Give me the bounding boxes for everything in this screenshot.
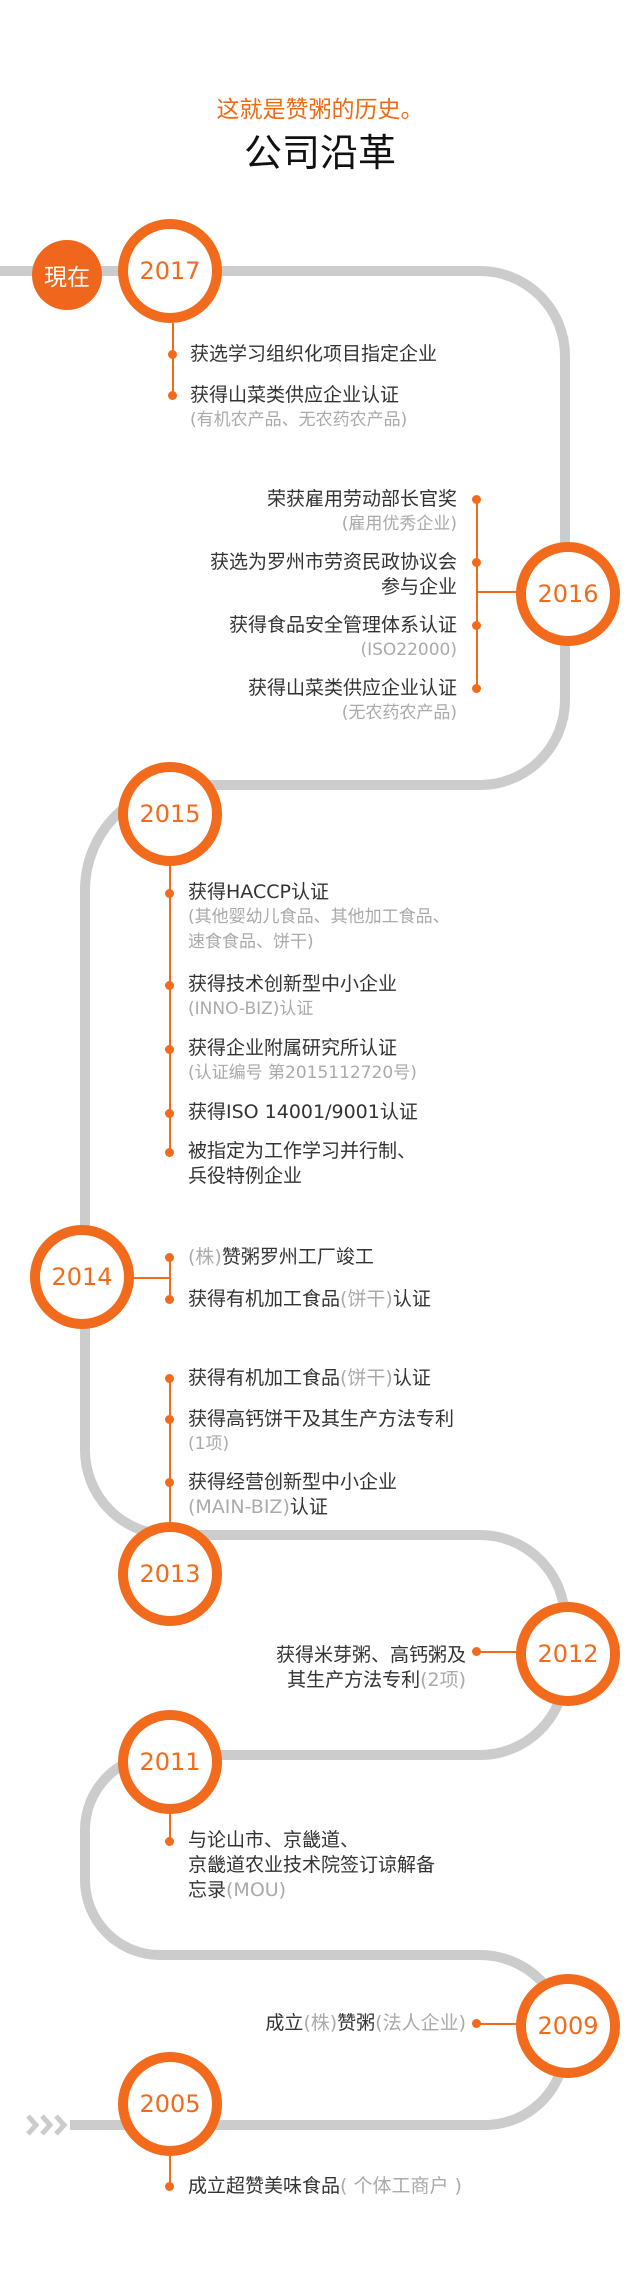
event-2017-b-note: (有机农产品、无农药农产品) [190,410,408,430]
event-2012-a1: 获得米芽粥、高钙粥及 [275,1644,466,1666]
bullet-dot [165,889,174,898]
event-2015-c: 获得企业附属研究所认证 [188,1037,398,1059]
bullet-dot [165,1109,174,1118]
event-2015-a-note1: (其他婴幼儿食品、其他加工食品、 [188,907,450,927]
bullet-dot [165,1837,174,1846]
bullet-dot [165,1415,174,1424]
bullet-dot [472,558,481,567]
event-2013-b-note: (1项) [188,1434,230,1454]
bullet-dot [472,495,481,504]
year-2009: 2009 [516,1974,620,2078]
bullet-dot [472,684,481,693]
event-2016-d-note: (无农药农产品) [341,703,457,723]
event-2016-b1: 获选为罗州市劳资民政协议会 [209,551,457,573]
connector-2005 [169,2156,171,2186]
event-2016-a: 荣获雇用劳动部长官奖 [266,488,457,510]
bullet-dot [168,391,177,400]
bullet-dot [472,2019,481,2028]
event-2009-a: 成立(株)赞粥(法人企业) [265,2012,466,2034]
event-2015-a-note2: 速食食品、饼干) [188,932,314,952]
connector-2009-h [476,2023,518,2025]
event-2016-b2: 参与企业 [380,576,457,598]
connector-2017 [172,323,174,395]
bullet-dot [165,1148,174,1157]
year-2005: 2005 [118,2052,222,2156]
event-2013-c: 获得经营创新型中小企业 [188,1471,398,1493]
bullet-dot [165,1295,174,1304]
event-2014-a: (株)赞粥罗州工厂竣工 [188,1246,374,1268]
event-2012-a2: 其生产方法专利(2项) [287,1669,466,1691]
header-subtitle: 这就是赞粥的历史。 [216,97,424,123]
event-2013-a: 获得有机加工食品(饼干)认证 [188,1367,431,1389]
connector-2013 [169,1376,171,1522]
event-2016-a-note: (雇用优秀企业) [341,514,457,534]
event-2016-c-note: (ISO22000) [360,640,457,660]
year-2017: 2017 [118,219,222,323]
bullet-dot [165,2182,174,2191]
event-2015-b: 获得技术创新型中小企业 [188,973,398,995]
year-2011: 2011 [118,1710,222,1814]
event-2015-c-note: (认证编号 第2015112720号) [188,1063,417,1083]
year-2012: 2012 [516,1602,620,1706]
event-2015-e1: 被指定为工作学习并行制、 [188,1140,417,1162]
year-2015: 2015 [118,762,222,866]
event-2015-a: 获得HACCP认证 [188,881,329,903]
event-2017-a: 获选学习组织化项目指定企业 [190,343,438,365]
event-2015-d: 获得ISO 14001/9001认证 [188,1101,418,1123]
event-2015-e2: 兵役特例企业 [188,1165,303,1187]
event-2016-c: 获得食品安全管理体系认证 [228,614,457,636]
year-2014: 2014 [30,1225,134,1329]
event-2016-d: 获得山菜类供应企业认证 [247,677,457,699]
event-2005-a: 成立超赞美味食品( 个体工商户 ) [188,2175,462,2197]
connector-2016-h [476,591,518,593]
event-2013-c-line2: (MAIN-BIZ)认证 [188,1496,328,1518]
bullet-dot [165,1478,174,1487]
event-2011-a1: 与论山市、京畿道、 [188,1829,360,1851]
bullet-dot [165,981,174,990]
event-2017-b: 获得山菜类供应企业认证 [190,384,400,406]
event-2015-b-note: (INNO-BIZ)认证 [188,999,314,1019]
event-2011-a3: 忘录(MOU) [188,1879,287,1901]
connector-2011 [169,1814,171,1842]
year-2016: 2016 [516,542,620,646]
bullet-dot [168,350,177,359]
bullet-dot [165,1253,174,1262]
connector-2012-h [476,1651,518,1653]
event-2011-a2: 京畿道农业技术院签订谅解备 [188,1854,436,1876]
now-badge: 現在 [32,240,102,310]
connector-2014-h [132,1277,170,1279]
year-2013: 2013 [118,1522,222,1626]
event-2013-b: 获得高钙饼干及其生产方法专利 [188,1408,455,1430]
bullet-dot [165,1374,174,1383]
bullet-dot [472,1647,481,1656]
event-2014-b: 获得有机加工食品(饼干)认证 [188,1288,431,1310]
connector-2015 [169,866,171,1152]
bullet-dot [472,621,481,630]
page-title: 公司沿革 [243,131,396,175]
connector-2014 [169,1256,171,1300]
bullet-dot [165,1045,174,1054]
